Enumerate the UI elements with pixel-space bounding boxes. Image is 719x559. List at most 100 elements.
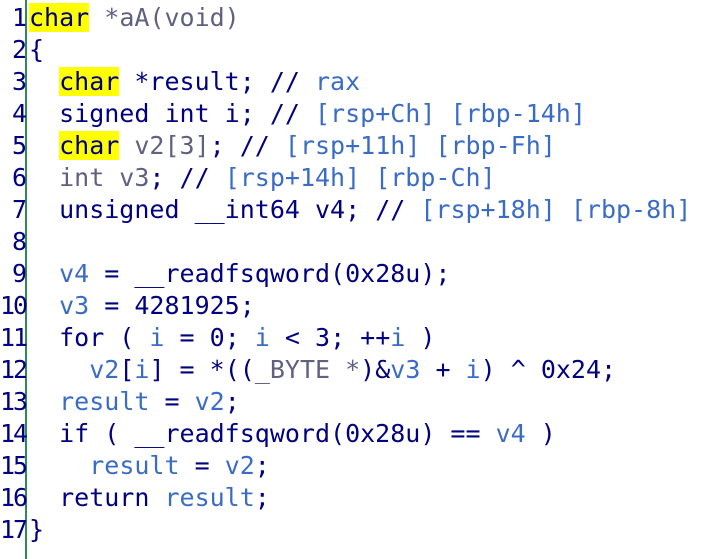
code-token: i (149, 323, 165, 352)
code-token: int v3 (29, 163, 150, 192)
code-token: ; (224, 387, 240, 416)
code-line[interactable]: 4 signed int i; // [rsp+Ch] [rbp-14h] (0, 98, 719, 130)
code-text: { (29, 34, 44, 66)
code-line[interactable]: 17} (0, 514, 719, 546)
code-token: = __readfsqword(0x28u); (89, 259, 451, 288)
code-token: [rsp+Ch] [rbp-14h] (314, 99, 586, 128)
code-token: rax (315, 67, 361, 96)
code-line[interactable]: 11 for ( i = 0; i < 3; ++i ) (0, 322, 719, 354)
gutter-border (25, 0, 27, 559)
code-token: )& (360, 355, 391, 384)
code-line[interactable]: 8 (0, 226, 719, 258)
code-token: *aA(void) (89, 3, 240, 32)
code-token (29, 451, 89, 480)
code-token: [rsp+14h] [rbp-Ch] (224, 163, 496, 192)
code-token: ; // (149, 163, 225, 192)
line-number: 9 (11, 259, 27, 288)
code-text: } (29, 514, 44, 546)
code-text: if ( __readfsqword(0x28u) == v4 ) (29, 418, 556, 450)
code-line[interactable]: 7 unsigned __int64 v4; // [rsp+18h] [rbp… (0, 194, 719, 226)
code-token: ] = *(( (149, 355, 255, 384)
code-line[interactable]: 12 v2[i] = *((_BYTE *)&v3 + i) ^ 0x24; (0, 354, 719, 386)
code-token: v3 (390, 355, 421, 384)
code-token: v3 (59, 291, 90, 320)
line-number: 5 (11, 131, 27, 160)
code-text: v2[i] = *((_BYTE *)&v3 + i) ^ 0x24; (29, 354, 616, 386)
line-number: 1 (11, 3, 27, 32)
code-text: return result; (29, 482, 270, 514)
code-token: signed int i; (29, 99, 270, 128)
code-text: char *aA(void) (29, 2, 240, 34)
code-token: [rsp+11h] [rbp-Fh] (284, 131, 556, 160)
code-token: [ (119, 355, 135, 384)
code-token (29, 67, 59, 96)
code-token: unsigned __int64 v4; (29, 195, 376, 224)
line-number: 12 (0, 355, 28, 384)
code-token: v4 (59, 259, 90, 288)
line-number: 15 (0, 451, 28, 480)
code-token: i (465, 355, 481, 384)
line-number: 10 (0, 291, 28, 320)
code-token: return (29, 483, 165, 512)
code-text: v4 = __readfsqword(0x28u); (29, 258, 450, 290)
code-token (29, 259, 59, 288)
code-text: result = v2; (29, 386, 240, 418)
code-token: // (375, 195, 421, 224)
code-token: ) (525, 419, 556, 448)
line-number: 16 (0, 483, 28, 512)
code-token: = 0; (164, 323, 255, 352)
code-line[interactable]: 6 int v3; // [rsp+14h] [rbp-Ch] (0, 162, 719, 194)
code-token: ) ^ 0x24; (480, 355, 617, 384)
line-number: 7 (11, 195, 27, 224)
code-token: // (269, 67, 315, 96)
code-token: = (179, 451, 225, 480)
code-token (29, 131, 59, 160)
line-number: 11 (0, 323, 28, 352)
code-token: = (149, 387, 195, 416)
code-line[interactable]: 3 char *result; // rax (0, 66, 719, 98)
code-line[interactable]: 9 v4 = __readfsqword(0x28u); (0, 258, 719, 290)
code-token (29, 291, 59, 320)
code-line[interactable]: 13 result = v2; (0, 386, 719, 418)
code-line[interactable]: 14 if ( __readfsqword(0x28u) == v4 ) (0, 418, 719, 450)
code-token: i (254, 323, 270, 352)
line-number: 17 (0, 515, 28, 544)
code-token: char (29, 3, 90, 32)
code-token: char (59, 67, 120, 96)
code-token: [rsp+18h] [rbp-8h] (420, 195, 692, 224)
code-token: ; // (209, 131, 285, 160)
code-line[interactable]: 16 return result; (0, 482, 719, 514)
code-token: i (134, 355, 150, 384)
code-token: if ( __readfsqword(0x28u) == (29, 419, 496, 448)
code-line[interactable]: 2{ (0, 34, 719, 66)
code-line[interactable]: 5 char v2[3]; // [rsp+11h] [rbp-Fh] (0, 130, 719, 162)
code-token: v2 (89, 355, 120, 384)
code-token: result (59, 387, 150, 416)
line-number: 6 (11, 163, 27, 192)
line-number: 2 (11, 35, 27, 64)
code-token: char (59, 131, 120, 160)
code-token (29, 387, 59, 416)
code-token: v2[3] (119, 131, 210, 160)
code-token: for ( (29, 323, 150, 352)
code-line[interactable]: 10 v3 = 4281925; (0, 290, 719, 322)
code-token: ) (405, 323, 436, 352)
code-text: for ( i = 0; i < 3; ++i ) (29, 322, 435, 354)
code-token: ; (254, 451, 270, 480)
code-token: } (29, 515, 45, 544)
code-token: result (164, 483, 255, 512)
code-text: char v2[3]; // [rsp+11h] [rbp-Fh] (29, 130, 556, 162)
code-token: v4 (495, 419, 526, 448)
code-token: ; (254, 483, 270, 512)
code-text: signed int i; // [rsp+Ch] [rbp-14h] (29, 98, 586, 130)
code-text: unsigned __int64 v4; // [rsp+18h] [rbp-8… (29, 194, 691, 226)
line-number: 4 (11, 99, 27, 128)
code-token: = 4281925; (89, 291, 255, 320)
code-token: + (420, 355, 466, 384)
line-number: 13 (0, 387, 28, 416)
code-line[interactable]: 15 result = v2; (0, 450, 719, 482)
code-token: v2 (224, 451, 255, 480)
code-token: i (390, 323, 406, 352)
